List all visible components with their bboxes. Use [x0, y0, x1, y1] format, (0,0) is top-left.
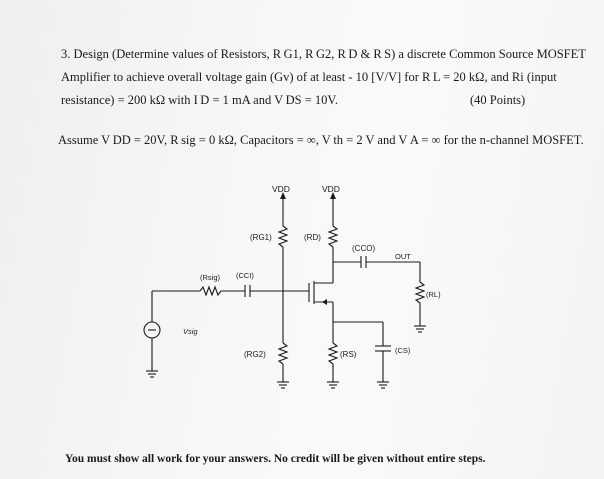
vdd-right-arrow-icon: [330, 192, 336, 199]
rl-resistor: [414, 281, 426, 304]
rsig-resistor: [199, 285, 222, 297]
assumptions-line: Assume V DD = 20V, R sig = 0 kΩ, Capacit…: [58, 133, 584, 147]
problem-line-1: 3. Design (Determine values of Resistors…: [61, 47, 586, 61]
rs-label: (RS): [340, 350, 357, 359]
vsig-label: Vsig: [183, 327, 198, 336]
out-label: OUT: [395, 252, 411, 261]
rg2-label: (RG2): [244, 350, 266, 359]
rd-resistor: [327, 225, 339, 248]
cs-label: (CS): [395, 346, 411, 355]
mosfet-source-arrow-icon: [322, 299, 327, 305]
rd-label: (RD): [304, 233, 321, 242]
rl-label: (RL): [426, 290, 441, 299]
cco-label: (CCO): [352, 244, 375, 253]
rg1-label: (RG1): [250, 233, 272, 242]
footer-note: You must show all work for your answers.…: [65, 453, 486, 465]
problem-line-2: Amplifier to achieve overall voltage gai…: [61, 70, 557, 84]
vdd-left-arrow-icon: [280, 192, 286, 199]
vdd-left-label: VDD: [272, 184, 290, 194]
rs-resistor: [327, 342, 339, 365]
rg1-resistor: [277, 225, 289, 248]
cci-label: (CCI): [236, 271, 254, 280]
rg2-resistor: [277, 342, 289, 365]
vdd-right-label: VDD: [322, 184, 340, 194]
problem-line-3: resistance) = 200 kΩ with I D = 1 mA and…: [61, 93, 338, 107]
rsig-label: (Rsig): [200, 273, 221, 282]
points-label: (40 Points): [470, 93, 526, 107]
